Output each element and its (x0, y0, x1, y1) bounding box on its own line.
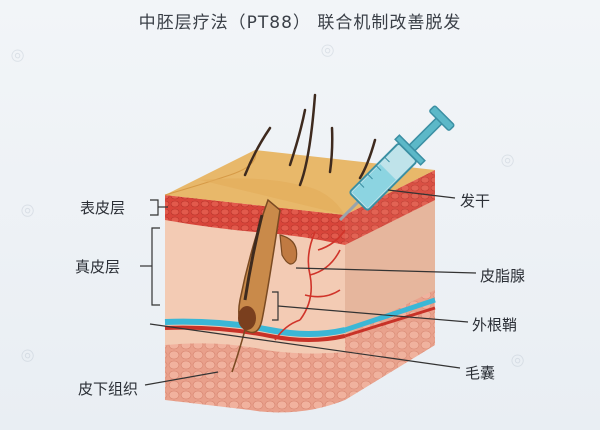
label-outer-root-sheath: 外根鞘 (472, 316, 518, 334)
label-subcutaneous: 皮下组织 (78, 380, 139, 398)
leader-lines (140, 189, 477, 386)
label-sebaceous-gland: 皮脂腺 (480, 267, 526, 285)
label-hair-follicle: 毛囊 (465, 364, 496, 382)
label-hair-shaft: 发干 (460, 192, 491, 210)
label-dermis: 真皮层 (75, 258, 121, 276)
label-epidermis: 表皮层 (80, 199, 126, 217)
syringe-icon (338, 105, 455, 222)
hair-follicle-structure (231, 198, 298, 373)
diagram-title: 中胚层疗法（PT88） 联合机制改善脱发 (138, 13, 462, 33)
hair-strands (243, 93, 377, 187)
